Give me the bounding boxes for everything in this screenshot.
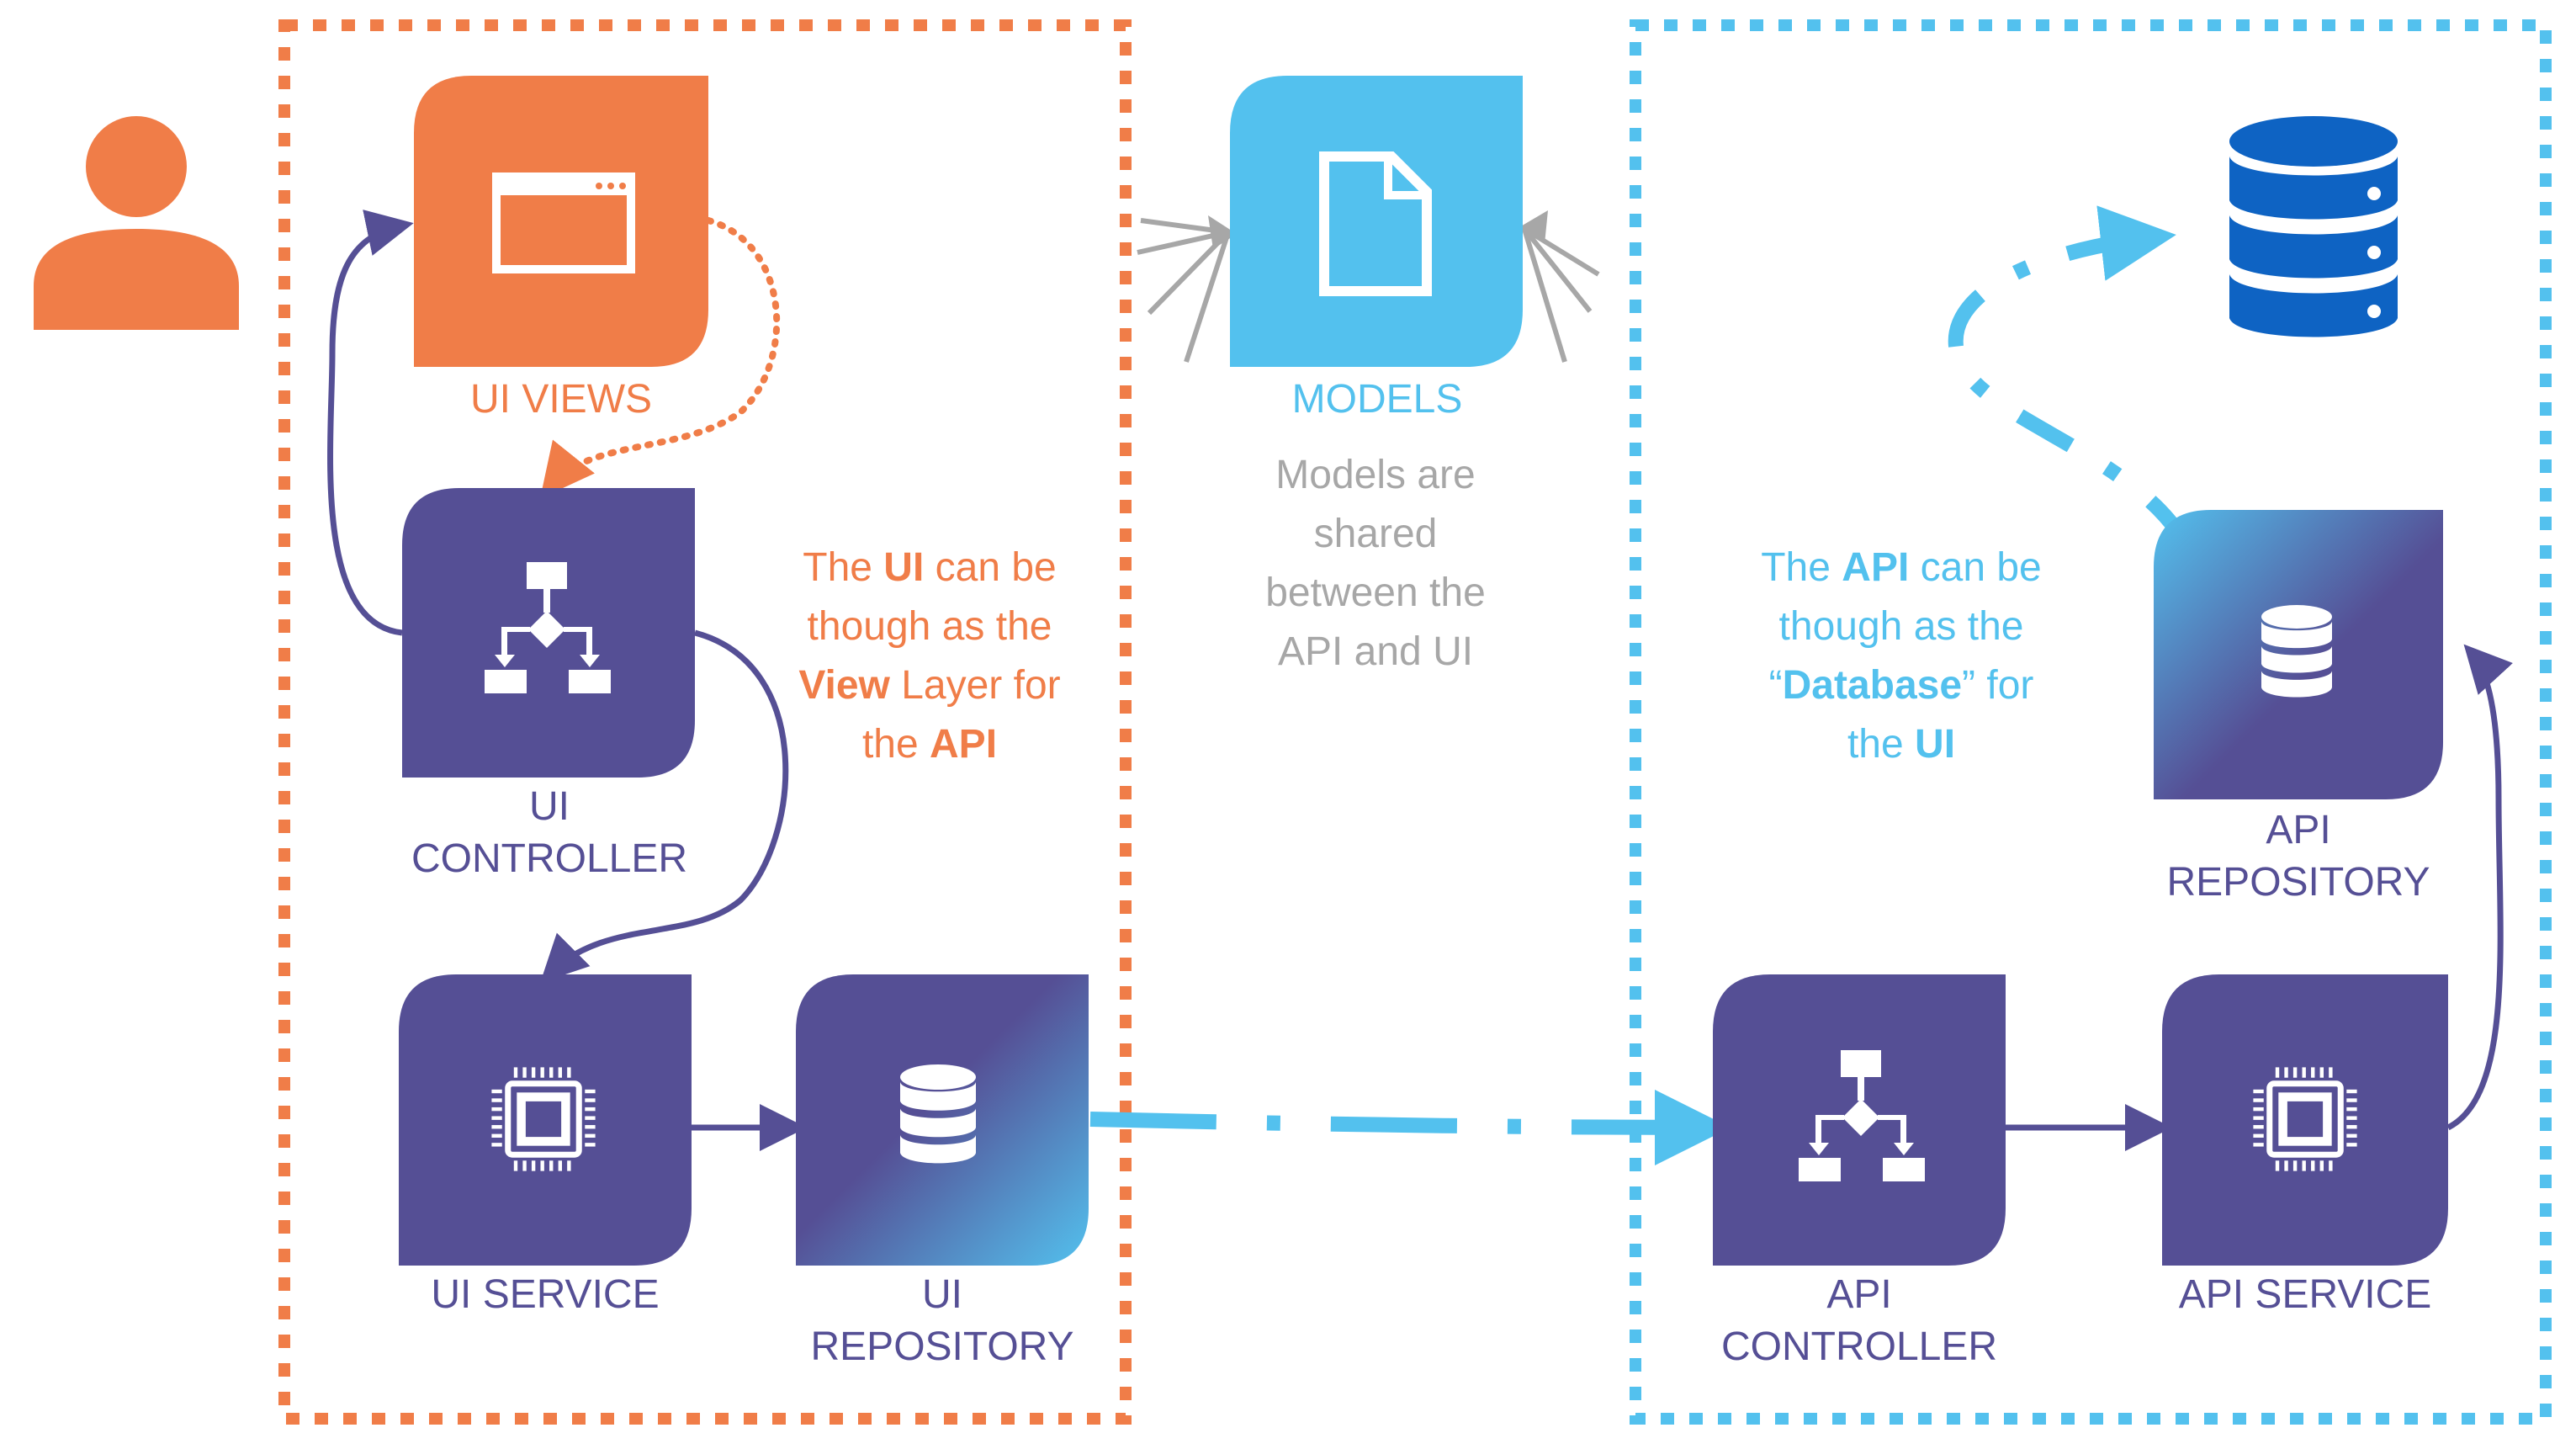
api-repository-label: API REPOSITORY [2130, 804, 2467, 909]
api-repository-label-line1: API [2266, 808, 2331, 852]
api-service-label: API SERVICE [2178, 1272, 2432, 1317]
api-controller-label-line2: CONTROLLER [1720, 1324, 1998, 1369]
models-note-line3: between the [1265, 571, 1486, 615]
api-note: The API can be though as the “Database” … [1708, 539, 2095, 774]
ui-note-line2: though as the [807, 604, 1052, 649]
models-note-line4: API and UI [1277, 629, 1474, 674]
models-arrowhead-left [1208, 215, 1237, 249]
ui-service-tile[interactable] [399, 974, 692, 1266]
api-note-line4: the UI [1847, 722, 1956, 767]
api-repository-tile[interactable] [2154, 510, 2443, 799]
ui-repository-tile[interactable] [796, 974, 1089, 1266]
ui-note-line3: View Layer for [798, 663, 1061, 708]
document-icon [1319, 151, 1432, 296]
ui-controller-label-line2: CONTROLLER [411, 836, 688, 881]
models-note-line2: shared [1313, 512, 1438, 556]
ui-controller-label: UI CONTROLLER [368, 781, 730, 885]
ui-repository-label-line1: UI [922, 1272, 962, 1317]
ui-repository-to-api-controller-arrow [1089, 1089, 1731, 1165]
models-tile[interactable] [1230, 76, 1523, 367]
ui-note: The UI can be though as the View Layer f… [740, 539, 1119, 774]
ui-controller-label-line1: UI [529, 784, 570, 829]
api-service-to-repository-arrow [2446, 644, 2514, 1131]
ui-views-tile[interactable] [414, 76, 708, 367]
models-label: MODELS [1291, 377, 1463, 422]
api-service-tile[interactable] [2162, 974, 2448, 1266]
ui-controller-tile[interactable] [402, 488, 695, 778]
user-icon [34, 116, 239, 330]
api-controller-label: API CONTROLLER [1691, 1269, 2027, 1373]
models-arrowhead-right [1519, 210, 1548, 244]
ui-service-label: UI SERVICE [431, 1272, 660, 1317]
api-controller-tile[interactable] [1713, 974, 2006, 1266]
ui-note-line1: The UI can be [803, 545, 1057, 590]
api-repository-to-database-arrow [1948, 205, 2194, 551]
controller-to-service-arrow [540, 629, 789, 983]
database-icon [2229, 116, 2398, 337]
api-note-line3: “Database” for [1768, 663, 2034, 708]
models-note: Models are shared between the API and UI [1203, 446, 1548, 682]
api-note-line1: The API can be [1761, 545, 2042, 590]
api-repository-label-line2: REPOSITORY [2166, 860, 2430, 905]
models-note-line1: Models are [1275, 453, 1476, 497]
ui-note-line4: the API [861, 722, 998, 767]
api-controller-label-line1: API [1826, 1272, 1892, 1317]
api-note-line2: though as the [1778, 604, 2024, 649]
api-layer-frame [1630, 19, 2552, 1425]
ui-repository-label-line2: REPOSITORY [810, 1324, 1074, 1369]
views-to-controller-arrow [539, 217, 781, 499]
ui-views-label: UI VIEWS [469, 377, 653, 422]
controller-to-views-arrow [327, 210, 414, 636]
ui-repository-label: UI REPOSITORY [774, 1269, 1110, 1373]
browser-window-icon [492, 172, 635, 273]
